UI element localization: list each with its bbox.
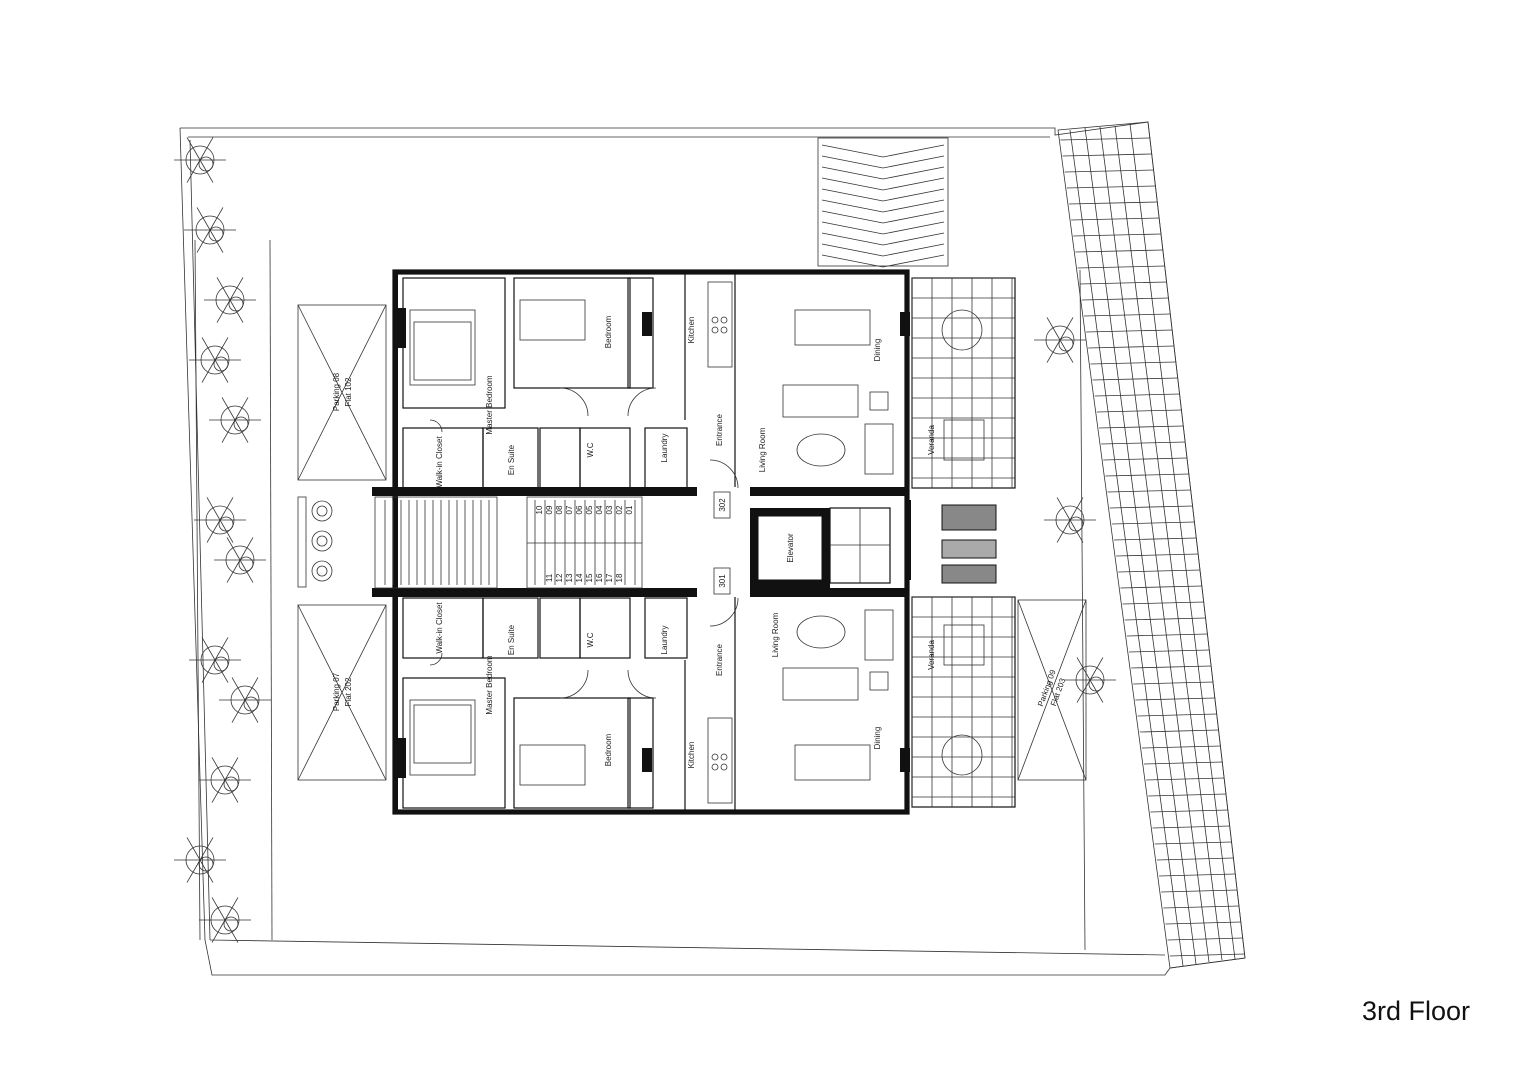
laundry-label-302: Laundry bbox=[660, 434, 669, 463]
en-suite-label-302: En Suite bbox=[507, 444, 516, 475]
stair-step-number: 10 bbox=[535, 505, 544, 514]
parking-bay-08: Parking 08 Flat 102 bbox=[297, 304, 387, 481]
bedroom-label-301: Bedroom bbox=[604, 733, 613, 766]
master-bedroom-label-302: Master Bedroom bbox=[485, 375, 494, 434]
elevator: Elevator bbox=[750, 507, 891, 588]
kitchen-counters bbox=[707, 281, 733, 804]
unit-301-number: 301 bbox=[718, 574, 727, 588]
wc-label-301: W.C bbox=[586, 632, 595, 647]
laundry-label-301: Laundry bbox=[660, 626, 669, 655]
stair-step-number: 17 bbox=[605, 573, 614, 582]
stair-step-number: 05 bbox=[585, 505, 594, 514]
veranda-301 bbox=[911, 596, 1016, 808]
staircase bbox=[374, 496, 643, 589]
partitions-301 bbox=[402, 597, 736, 814]
kitchen-label-301: Kitchen bbox=[687, 742, 696, 769]
stair-step-number: 01 bbox=[625, 505, 634, 514]
parking-07-flat: Flat 202 bbox=[344, 677, 353, 706]
parking-bay-09: Parking 09 Flat 203 bbox=[1017, 599, 1087, 781]
stair-step-number: 03 bbox=[605, 505, 614, 514]
wc-label-302: W.C bbox=[586, 442, 595, 457]
floor-title: 3rd Floor bbox=[1362, 996, 1471, 1026]
en-suite-label-301: En Suite bbox=[507, 624, 516, 655]
elevator-label: Elevator bbox=[786, 533, 795, 563]
walk-in-closet-label-302: Walk-in Closet bbox=[435, 436, 444, 488]
stair-step-number: 07 bbox=[565, 505, 574, 514]
stair-step-number: 16 bbox=[595, 573, 604, 582]
parking-08-label: Parking 08 bbox=[332, 372, 341, 411]
stair-step-number: 04 bbox=[595, 505, 604, 514]
walk-in-closet-label-301: Walk-in Closet bbox=[435, 602, 444, 654]
stair-step-number: 12 bbox=[555, 573, 564, 582]
living-room-label-301: Living Room bbox=[771, 612, 780, 657]
parking-bay-07: Parking 07 Flat 202 bbox=[297, 604, 387, 781]
planters bbox=[941, 504, 997, 584]
paving-grid bbox=[1057, 121, 1246, 969]
beds bbox=[409, 299, 586, 786]
room-labels-302: Master Bedroom Bedroom Kitchen Dining En… bbox=[435, 315, 936, 487]
dining-tables bbox=[794, 309, 871, 781]
stair-step-number: 09 bbox=[545, 505, 554, 514]
bedroom-label-302: Bedroom bbox=[604, 315, 613, 348]
entrance-label-301: Entrance bbox=[715, 643, 724, 676]
stair-step-number: 06 bbox=[575, 505, 584, 514]
master-bedroom-label-301: Master Bedroom bbox=[485, 655, 494, 714]
stair-step-number: 13 bbox=[565, 573, 574, 582]
room-labels-301: Master Bedroom Bedroom Kitchen Dining En… bbox=[435, 602, 936, 769]
stair-step-number: 18 bbox=[615, 573, 624, 582]
landscaping-strip bbox=[174, 137, 1116, 943]
waste-bins bbox=[297, 496, 333, 588]
stair-step-number: 08 bbox=[555, 505, 564, 514]
building-walls bbox=[372, 269, 911, 815]
kitchen-label-302: Kitchen bbox=[687, 317, 696, 344]
parking-08-flat: Flat 102 bbox=[344, 377, 353, 406]
dining-label-301: Dining bbox=[873, 727, 882, 750]
stair-step-number: 02 bbox=[615, 505, 624, 514]
partitions-302 bbox=[402, 270, 736, 489]
veranda-label-301: Veranda bbox=[927, 640, 936, 670]
unit-tags: 302 301 bbox=[713, 491, 731, 595]
entrance-label-302: Entrance bbox=[715, 413, 724, 446]
veranda-302 bbox=[911, 277, 1016, 489]
veranda-label-302: Veranda bbox=[927, 425, 936, 455]
ramp bbox=[817, 137, 949, 268]
stair-step-number: 15 bbox=[585, 573, 594, 582]
parking-07-label: Parking 07 bbox=[332, 672, 341, 711]
door-swings bbox=[429, 387, 739, 699]
living-room-label-302: Living Room bbox=[758, 427, 767, 472]
living-furniture bbox=[782, 384, 894, 701]
unit-302-number: 302 bbox=[718, 498, 727, 512]
site-boundary bbox=[179, 121, 1246, 976]
stair-step-number: 14 bbox=[575, 573, 584, 582]
stair-step-number: 11 bbox=[545, 573, 554, 582]
dining-label-302: Dining bbox=[873, 339, 882, 362]
